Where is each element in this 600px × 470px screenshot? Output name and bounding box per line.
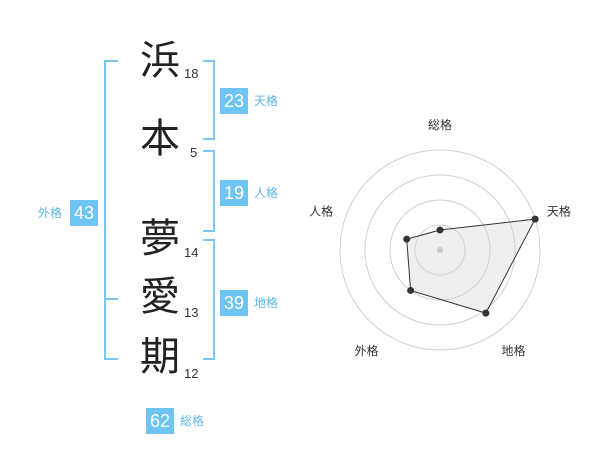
chikaku-value: 39	[220, 290, 248, 316]
radar-point-4	[407, 286, 415, 294]
chikaku-label: 地格	[254, 296, 279, 310]
gaikaku-bracket-notch	[104, 298, 118, 300]
kanji-1: 浜	[140, 38, 180, 84]
tenkaku-label: 天格	[254, 94, 279, 108]
stroke-count-5: 12	[184, 366, 199, 381]
gaikaku-label: 外格	[38, 206, 63, 220]
radar-axis-label-4: 外格	[355, 343, 379, 358]
radar-ring-2	[389, 199, 491, 301]
jinkaku-bracket	[203, 150, 215, 232]
stroke-count-3: 14	[184, 245, 199, 260]
radar-center	[437, 247, 443, 253]
radar-area	[406, 218, 536, 314]
chikaku-bracket	[203, 239, 215, 360]
stroke-count-1: 18	[184, 66, 199, 81]
radar-axis-label-1: 総格	[428, 117, 452, 132]
tenkaku-bracket	[203, 60, 215, 140]
radar-ring-3	[364, 174, 516, 326]
kanji-2: 本	[140, 116, 180, 162]
kanji-3: 夢	[140, 216, 180, 262]
radar-point-3	[482, 309, 490, 317]
radar-axis-label-3: 地格	[501, 343, 525, 358]
tenkaku-value: 23	[220, 88, 248, 114]
soukaku-value: 62	[146, 408, 174, 434]
radar-axis-label-2: 天格	[547, 203, 571, 218]
radar-point-5	[403, 235, 411, 243]
stroke-count-2: 5	[190, 145, 198, 160]
gaikaku-bracket	[104, 60, 118, 360]
kanji-5: 期	[140, 334, 180, 380]
radar-point-1	[436, 226, 444, 234]
stroke-count-4: 13	[184, 305, 199, 320]
radar-axis-label-5: 人格	[309, 203, 333, 218]
radar-ring-1	[414, 224, 466, 276]
jinkaku-value: 19	[220, 180, 248, 206]
jinkaku-label: 人格	[254, 186, 279, 200]
radar-point-2	[531, 215, 539, 223]
gaikaku-value: 43	[70, 200, 98, 226]
kanji-4: 愛	[140, 274, 180, 320]
radar-ring-4	[339, 149, 541, 351]
soukaku-label: 総格	[180, 414, 205, 428]
